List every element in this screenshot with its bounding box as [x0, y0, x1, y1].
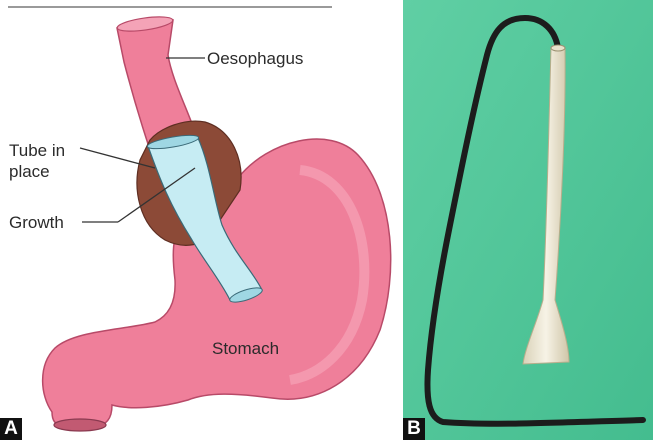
- panel-b-photo: B: [403, 0, 653, 440]
- growth-label: Growth: [9, 212, 64, 233]
- tube-tip: [551, 45, 565, 51]
- oesophagus-label: Oesophagus: [207, 48, 303, 69]
- tube-in-place-label: Tube in place: [9, 140, 65, 182]
- panel-a-illustration: Oesophagus Tube in place Growth Stomach …: [0, 0, 400, 440]
- stomach-label: Stomach: [212, 338, 279, 359]
- tube-photo: [403, 0, 653, 440]
- panel-a-letter: A: [0, 418, 22, 440]
- panel-b-letter: B: [403, 418, 425, 440]
- duodenum-opening: [54, 419, 106, 431]
